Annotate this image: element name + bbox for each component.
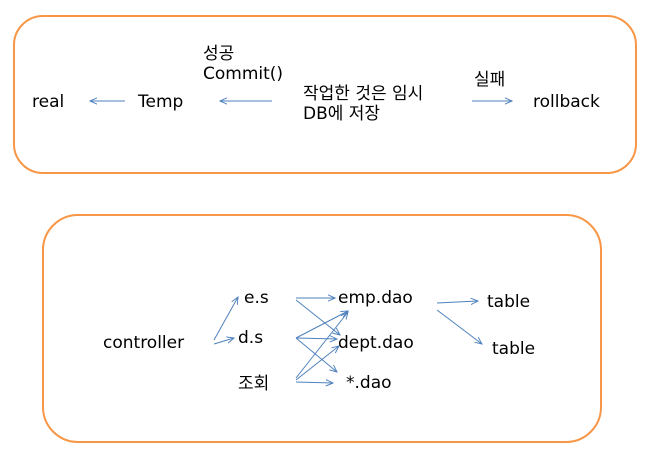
success-commit-label: 성공 Commit() (203, 44, 284, 84)
node-star-dao: *.dao (346, 373, 392, 393)
transaction-diagram-box (13, 15, 637, 174)
node-table-1: table (487, 292, 531, 312)
node-ds: d.s (238, 328, 264, 348)
node-temp-db-work: 작업한 것은 임시 DB에 저장 (303, 84, 424, 124)
node-rollback: rollback (533, 92, 600, 112)
node-query: 조회 (238, 374, 270, 394)
node-table-2: table (492, 339, 536, 359)
node-real: real (32, 92, 65, 112)
node-emp-dao: emp.dao (338, 288, 413, 308)
failure-label: 실패 (474, 70, 506, 90)
node-dept-dao: dept.dao (338, 333, 414, 353)
node-controller: controller (103, 333, 185, 353)
node-es: e.s (244, 288, 269, 308)
node-temp: Temp (138, 92, 184, 112)
layer-diagram-box (42, 214, 602, 443)
